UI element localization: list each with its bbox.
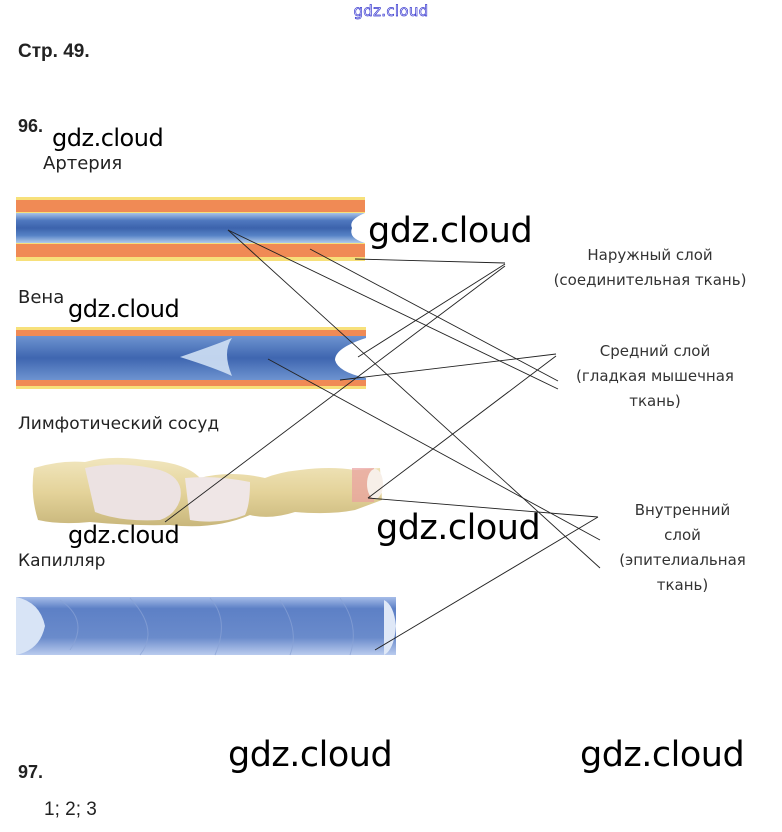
layer-middle-tissue-2: ткань) [629,392,681,410]
watermark: gdz.cloud [228,735,393,775]
line-lymph-inner [367,497,599,518]
layer-inner: Внутренний слой (эпителиальная ткань) [615,498,750,598]
watermark: gdz.cloud [52,124,164,152]
task-97-answer: 1; 2; 3 [44,799,97,820]
line-artery-outer [354,258,506,264]
watermark-top: gdz.cloud [353,2,429,21]
line-lymph-middle [367,355,557,499]
watermark: gdz.cloud [68,521,180,549]
line-lymph-outer [164,265,506,523]
label-artery: Артерия [43,153,123,174]
layer-middle-title: Средний слой [599,342,711,360]
line-vein-outer [357,263,506,358]
artery-image [16,197,365,261]
layer-inner-title: Внутренний [634,501,731,519]
watermark: gdz.cloud [376,508,541,548]
task-96-number: 96. [18,116,44,136]
line-artery-inner-1 [227,229,559,390]
label-capillary: Капилляр [18,551,106,571]
line-capillary-inner [374,516,599,651]
page-title: Стр. 49. [18,41,90,62]
line-vein-middle [339,353,557,381]
label-vein: Вена [18,287,65,308]
lymph-vessel-image [32,457,383,527]
watermark: gdz.cloud [68,295,180,323]
capillary-image [16,597,396,656]
connection-lines [164,229,601,651]
layer-inner-tissue-2: ткань) [656,576,709,594]
vein-image [16,327,366,389]
layer-middle-tissue: (гладкая мышечная [576,367,734,385]
label-lymph-vessel: Лимфотический сосуд [18,414,220,434]
task-97-number: 97. [18,762,44,782]
watermark: gdz.cloud [368,211,533,251]
layer-inner-title-2: слой [664,526,701,544]
line-vein-inner [267,358,601,541]
layer-outer: Наружный слой (соединительная ткань) [540,243,760,293]
watermark: gdz.cloud [580,735,745,775]
layer-middle: Средний слой (гладкая мышечная ткань) [560,339,750,414]
layer-outer-tissue: (соединительная ткань) [553,271,747,289]
layer-outer-title: Наружный слой [587,246,713,264]
layer-inner-tissue: (эпителиальная [619,551,746,569]
